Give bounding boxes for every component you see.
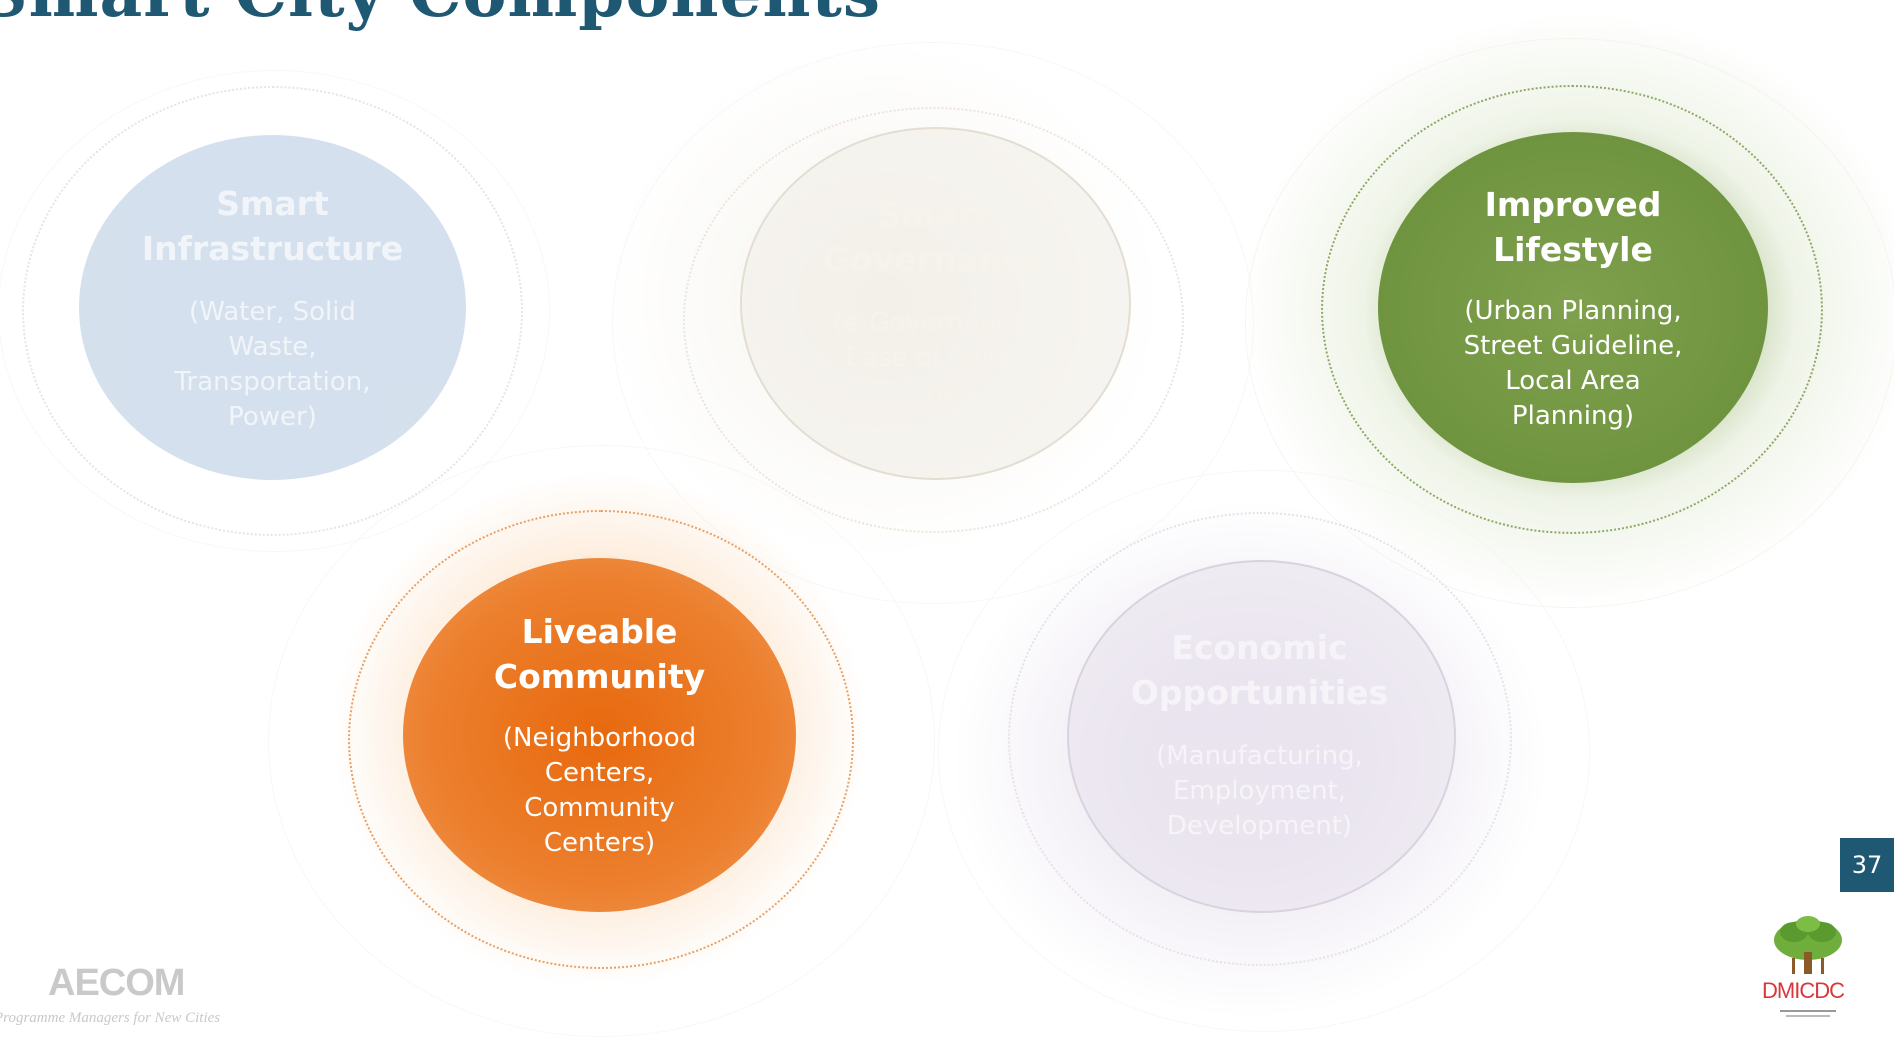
heading-line2: Governance [822,240,1045,279]
heading-line2: Infrastructure [141,228,404,268]
halo-economic [1008,512,1512,966]
outer-ring-infrastructure [0,70,550,552]
dmicdc-tree-icon [1774,916,1842,1017]
detail-line: Transportation, [174,366,371,397]
heading-line1: Smart [877,195,990,234]
detail-line: Development) [1166,811,1353,841]
detail-line: Local Area [1505,365,1641,396]
detail-line: (e-Governance, [832,308,1035,338]
circle-smart-infrastructure: Smart Infrastructure (Water, Solid Waste… [79,135,466,480]
halo-infrastructure [22,86,523,536]
heading-line1: Liveable [521,612,678,651]
detail-line: Power) [228,401,317,432]
heading-line1: Improved [1484,184,1662,224]
detail-line: Planning) [1511,400,1635,431]
dmicdc-logo-text: DMICDC [1762,978,1845,1003]
heading-line2: Lifestyle [1493,229,1653,269]
detail-line: Centers) [543,828,656,858]
ring-governance [740,127,1131,480]
outer-ring-lifestyle [1245,38,1894,608]
detail-line: Ease of doing [845,343,1022,373]
page-number-badge: 37 [1840,838,1894,892]
slide-title: Smart City Components [0,0,881,32]
detail-line: Employment, [1172,776,1347,806]
detail-line: (Neighborhood [502,723,697,753]
detail-line: Centers, [544,758,655,788]
heading-line1: Smart [216,183,329,223]
detail-line: (Urban Planning, [1464,295,1682,326]
detail-line: (Manufacturing, [1156,741,1363,771]
heading-line2: Opportunities [1130,673,1389,712]
detail-line: Community [524,793,675,823]
halo-community [348,510,854,969]
detail-line: (Water, Solid [189,296,356,327]
circle-economic-opportunities: Economic Opportunities (Manufacturing, E… [1067,560,1452,909]
detail-line: Waste, [228,331,317,362]
detail-line: Business) [871,378,996,408]
circle-liveable-community: Liveable Community (Neighborhood Centers… [403,558,796,912]
heading-line1: Economic [1171,628,1348,667]
heading-line2: Community [493,657,706,696]
halo-lifestyle [1321,85,1823,534]
detail-line: Street Guideline, [1463,330,1683,361]
circle-improved-lifestyle: Improved Lifestyle (Urban Planning, Stre… [1378,132,1768,483]
aecom-tagline: Programme Managers for New Cities [0,1010,221,1026]
ring-economic [1067,560,1456,913]
halo-governance [683,107,1184,533]
aecom-logo: AECOM [48,962,185,1004]
circle-smart-governance: Smart Governance (e-Governance, Ease of … [740,127,1127,476]
